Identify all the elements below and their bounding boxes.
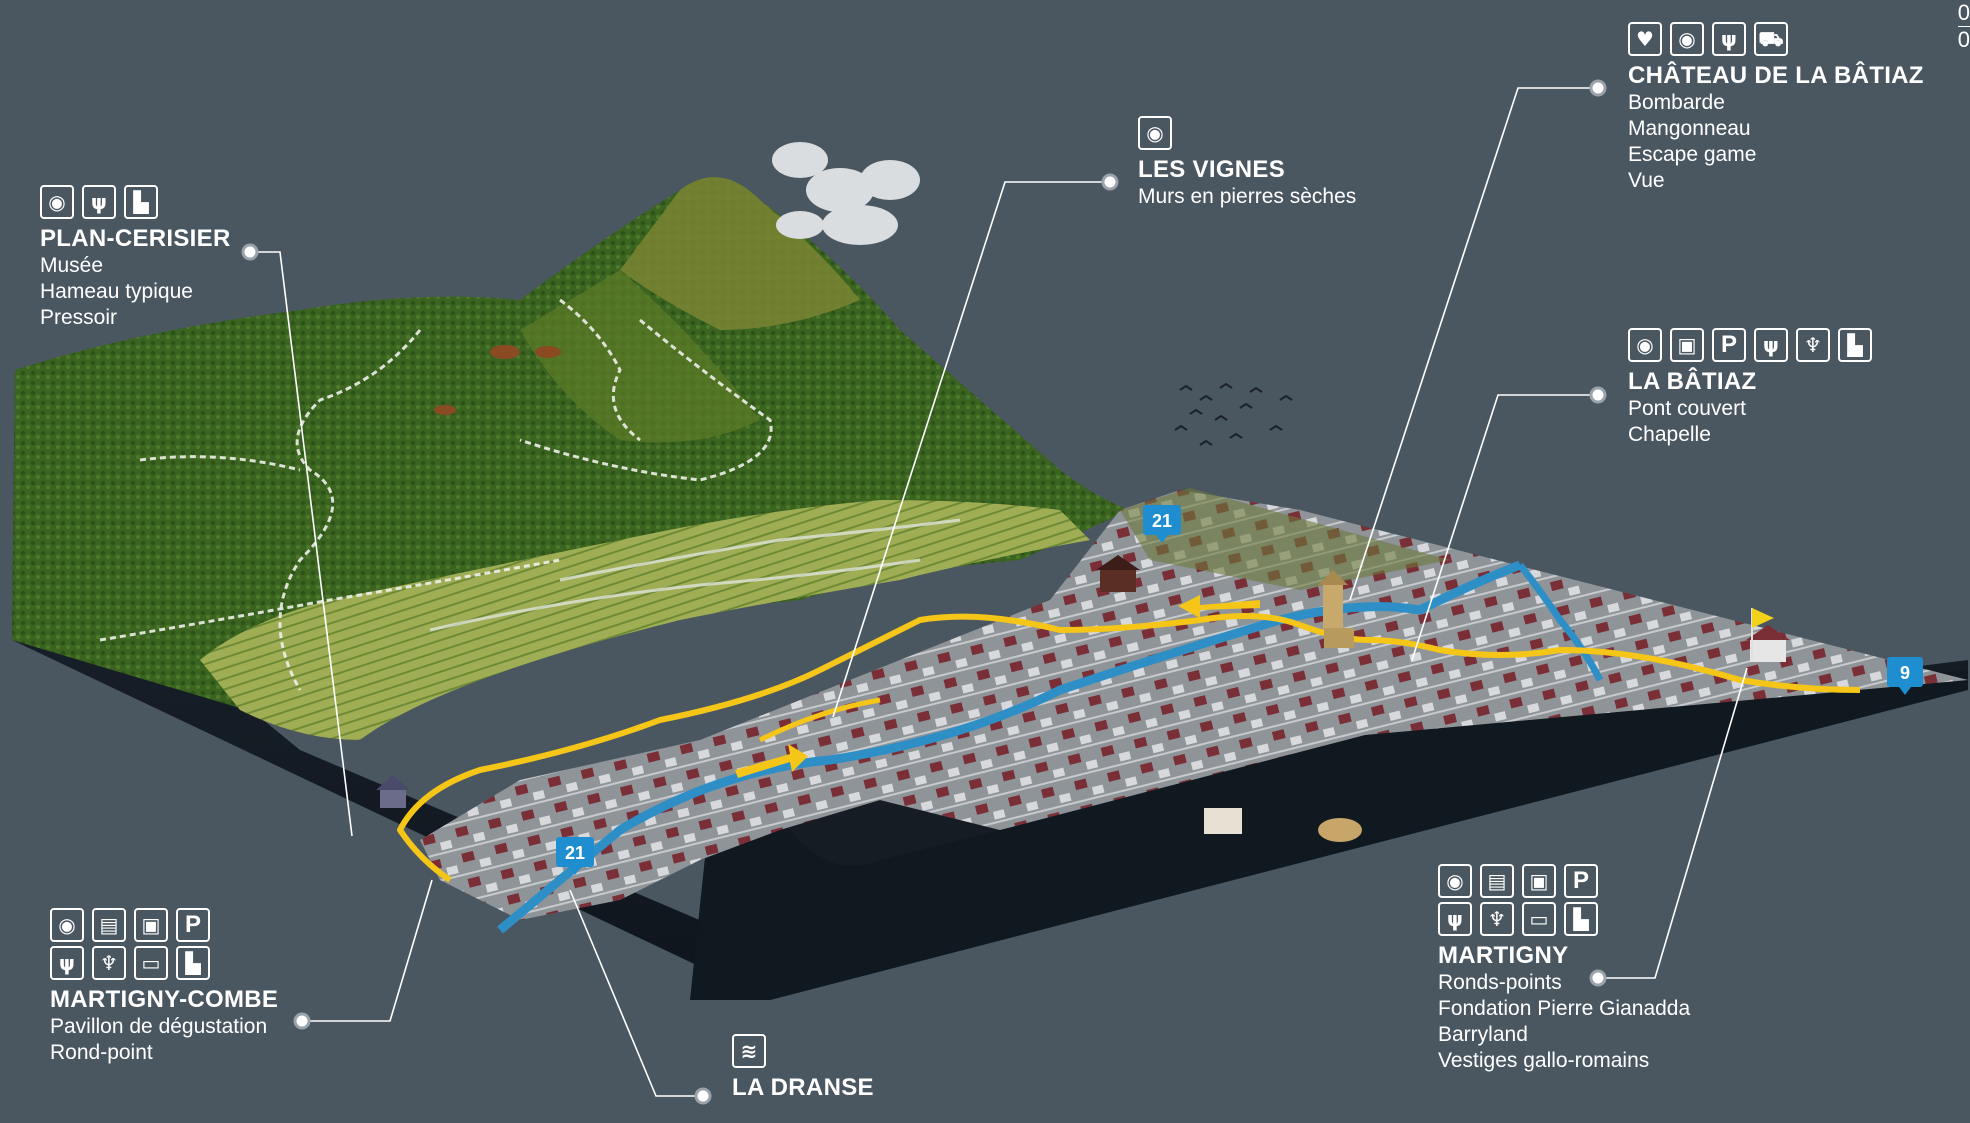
plan-cerisier-item: Musée: [40, 254, 104, 277]
bus-icon: ▣: [134, 908, 168, 942]
bed-icon: ▭: [134, 946, 168, 980]
chateau-item: Vue: [1628, 169, 1665, 192]
water-icon: ≋: [732, 1034, 766, 1068]
martigny-item: Ronds-points: [1438, 971, 1562, 994]
parking-icon: P: [176, 908, 210, 942]
eye-icon: ◉: [1138, 116, 1172, 150]
road-sign-9: 9: [1887, 657, 1923, 695]
callout-chateau-de-la-batiaz: ♥ ◉ ψ ⛟ CHÂTEAU DE LA BÂTIAZ Bombarde Ma…: [1628, 22, 1924, 194]
corner-text-line: 0: [1957, 0, 1970, 25]
chateau-item: Escape game: [1628, 143, 1757, 166]
martigny-item: Vestiges gallo-romains: [1438, 1049, 1650, 1072]
martigny-title: MARTIGNY: [1438, 942, 1569, 969]
eye-icon: ◉: [50, 908, 84, 942]
fork-knife-icon: ψ: [1754, 328, 1788, 362]
plan-cerisier-title: PLAN-CERISIER: [40, 225, 231, 252]
chateau-item: Mangonneau: [1628, 117, 1751, 140]
river-dranse: [497, 560, 1604, 934]
batiaz-icons: ◉ ▣ P ψ ♆ ▙: [1628, 328, 1872, 362]
vignes-title: LES VIGNES: [1138, 156, 1286, 183]
callout-martigny: ◉ ▤ ▣ P ψ ♆ ▭ ▙ MARTIGNY Ronds-points Fo…: [1438, 864, 1690, 1074]
eye-icon: ◉: [1670, 22, 1704, 56]
parking-icon: P: [1564, 864, 1598, 898]
bus-icon: ▣: [1522, 864, 1556, 898]
callout-la-batiaz: ◉ ▣ P ψ ♆ ▙ LA BÂTIAZ Pont couvert Chape…: [1628, 328, 1872, 448]
batiaz-item: Chapelle: [1628, 423, 1711, 446]
svg-text:21: 21: [1152, 511, 1172, 531]
batiaz-item: Pont couvert: [1628, 397, 1746, 420]
martigny-combe-item: Pavillon de dégustation: [50, 1015, 268, 1038]
hiking-route: [397, 595, 1861, 883]
batiaz-title: LA BÂTIAZ: [1628, 368, 1757, 395]
heart-icon: ♥: [1628, 22, 1662, 56]
road-sign-21-top: 21: [1143, 505, 1181, 543]
corner-text-line: 0: [1957, 26, 1970, 52]
plan-cerisier-item: Hameau typique: [40, 280, 193, 303]
bus-icon: ▣: [1670, 328, 1704, 362]
fork-knife-icon: ψ: [1712, 22, 1746, 56]
deer: [434, 345, 561, 415]
vignes-item: Murs en pierres sèches: [1138, 185, 1357, 208]
valley-town: [420, 488, 1968, 920]
bed-icon: ▭: [1522, 902, 1556, 936]
wine-glass-icon: ♆: [1480, 902, 1514, 936]
callout-martigny-combe: ◉ ▤ ▣ P ψ ♆ ▭ ▙ MARTIGNY-COMBE Pavillon …: [50, 908, 278, 1066]
toilet-icon: ▙: [124, 185, 158, 219]
cloud: [772, 142, 920, 245]
martigny-icons-row2: ψ ♆ ▭ ▙: [1438, 902, 1690, 936]
callout-les-vignes: ◉ LES VIGNES Murs en pierres sèches: [1138, 116, 1356, 210]
landmarks: [376, 555, 1790, 842]
corner-text: 0 0: [1957, 0, 1970, 53]
leader-dots: [241, 79, 1607, 1105]
chateau-item: Bombarde: [1628, 91, 1725, 114]
train-icon: ▤: [92, 908, 126, 942]
vignes-icons: ◉: [1138, 116, 1356, 150]
chateau-icons: ♥ ◉ ψ ⛟: [1628, 22, 1924, 56]
car-icon: ⛟: [1754, 22, 1788, 56]
leader-lines: [250, 87, 1748, 1097]
vineyards: [200, 500, 1090, 740]
callout-la-dranse: ≋ LA DRANSE: [732, 1034, 874, 1102]
birds: [1174, 382, 1293, 446]
dranse-icons: ≋: [732, 1034, 874, 1068]
road-sign-21-bottom: 21: [556, 837, 594, 875]
wine-glass-icon: ♆: [92, 946, 126, 980]
toilet-icon: ▙: [176, 946, 210, 980]
eye-icon: ◉: [40, 185, 74, 219]
toilet-icon: ▙: [1564, 902, 1598, 936]
martigny-icons-row1: ◉ ▤ ▣ P: [1438, 864, 1690, 898]
eye-icon: ◉: [1438, 864, 1472, 898]
train-icon: ▤: [1480, 864, 1514, 898]
martigny-combe-icons-row2: ψ ♆ ▭ ▙: [50, 946, 278, 980]
martigny-combe-icons-row1: ◉ ▤ ▣ P: [50, 908, 278, 942]
fork-knife-icon: ψ: [1438, 902, 1472, 936]
plan-cerisier-icons: ◉ ψ ▙: [40, 185, 231, 219]
martigny-combe-title: MARTIGNY-COMBE: [50, 986, 279, 1013]
fork-knife-icon: ψ: [50, 946, 84, 980]
fork-knife-icon: ψ: [82, 185, 116, 219]
martigny-item: Barryland: [1438, 1023, 1528, 1046]
footpaths: [99, 298, 773, 691]
chateau-title: CHÂTEAU DE LA BÂTIAZ: [1628, 62, 1924, 89]
wine-glass-icon: ♆: [1796, 328, 1830, 362]
eye-icon: ◉: [1628, 328, 1662, 362]
svg-text:21: 21: [565, 843, 585, 863]
martigny-item: Fondation Pierre Gianadda: [1438, 997, 1691, 1020]
parking-icon: P: [1712, 328, 1746, 362]
martigny-combe-item: Rond-point: [50, 1041, 153, 1064]
svg-text:9: 9: [1900, 663, 1910, 683]
plan-cerisier-item: Pressoir: [40, 306, 118, 329]
dranse-title: LA DRANSE: [732, 1074, 874, 1101]
toilet-icon: ▙: [1838, 328, 1872, 362]
callout-plan-cerisier: ◉ ψ ▙ PLAN-CERISIER Musée Hameau typique…: [40, 185, 231, 331]
